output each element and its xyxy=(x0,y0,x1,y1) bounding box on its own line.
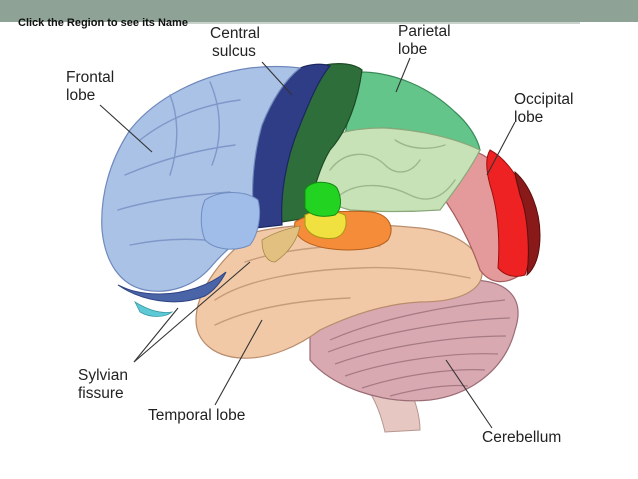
central-sulcus-leader xyxy=(261,61,293,96)
frontal-gyri xyxy=(117,81,241,246)
central-sulcus-label-line2: sulcus xyxy=(212,43,256,60)
orbitofrontal-region[interactable] xyxy=(117,271,227,303)
sylvian-leader-2 xyxy=(133,261,251,363)
temporal-leader xyxy=(214,319,263,406)
frontal-lobe-region[interactable] xyxy=(101,65,302,292)
top-bar xyxy=(0,0,638,22)
frontal-pole-tip-region[interactable] xyxy=(134,300,174,317)
occipital-leader xyxy=(486,121,516,176)
occipital-label-line1: Occipital xyxy=(514,91,573,108)
leader-lines xyxy=(99,57,516,429)
cerebellum-label: Cerebellum xyxy=(482,429,561,446)
temporal-label: Temporal lobe xyxy=(148,407,245,424)
sylvian-fissure-region[interactable] xyxy=(261,225,301,263)
parietal-gyri xyxy=(329,139,456,200)
insula-green-region[interactable] xyxy=(304,181,341,217)
sylvian-leader-1 xyxy=(133,307,179,363)
broca-area-region[interactable] xyxy=(200,192,261,250)
sylvian-label-line1: Sylvian xyxy=(78,367,128,384)
top-divider xyxy=(180,22,580,24)
central-sulcus-label-line1: Central xyxy=(210,25,260,42)
occipital-label-line2: lobe xyxy=(514,109,543,126)
parietal-label-line1: Parietal xyxy=(398,23,451,40)
parietal-inferior-region[interactable] xyxy=(309,127,481,213)
parietal-label-line2: lobe xyxy=(398,41,427,58)
frontal-label-line2: lobe xyxy=(66,87,95,104)
frontal-leader xyxy=(99,104,153,153)
parietal-leader xyxy=(395,57,411,93)
cerebellum-leader xyxy=(445,359,493,429)
frontal-label-line1: Frontal xyxy=(66,69,114,86)
occipital-dark-region[interactable] xyxy=(514,170,541,277)
cerebellum-folia xyxy=(327,299,511,397)
sylvian-label-line2: fissure xyxy=(78,385,124,402)
instruction-text: Click the Region to see its Name xyxy=(18,17,188,29)
